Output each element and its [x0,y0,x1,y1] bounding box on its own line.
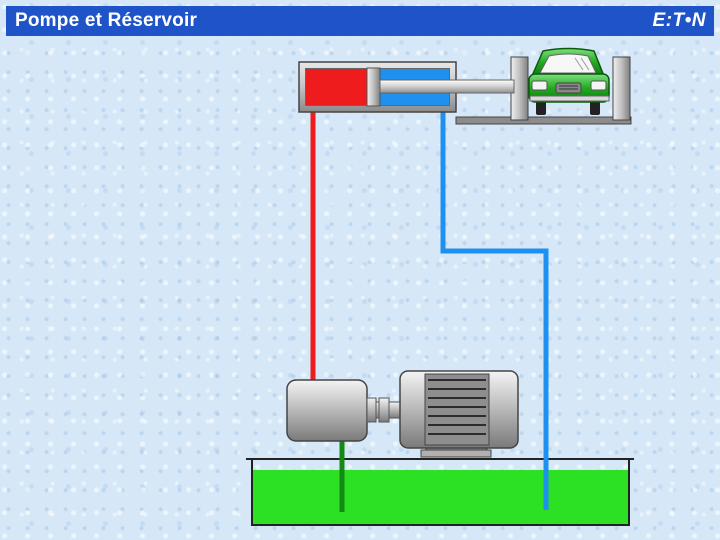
reservoir-tank-icon [246,458,634,526]
piston-rod [379,79,515,94]
reservoir-fluid [252,470,629,524]
car-icon [528,47,610,115]
return-line [440,98,549,510]
pressure-chamber [306,69,368,105]
lift-post-right [612,56,631,121]
hydraulic-lines [310,98,549,512]
pump-body [286,379,368,442]
pump-icon [286,379,377,442]
brand-logo: E:T•N [652,10,706,31]
page-title: Pompe et Réservoir [15,10,198,31]
reservoir-walls [246,458,634,526]
electric-motor-icon [399,370,519,458]
lift-base-plate [455,116,632,125]
shaft-coupling-icon [375,397,403,423]
piston [366,67,381,107]
hydraulic-cylinder-icon [298,56,632,125]
title-bar: Pompe et Réservoir E:T•N [6,6,714,36]
